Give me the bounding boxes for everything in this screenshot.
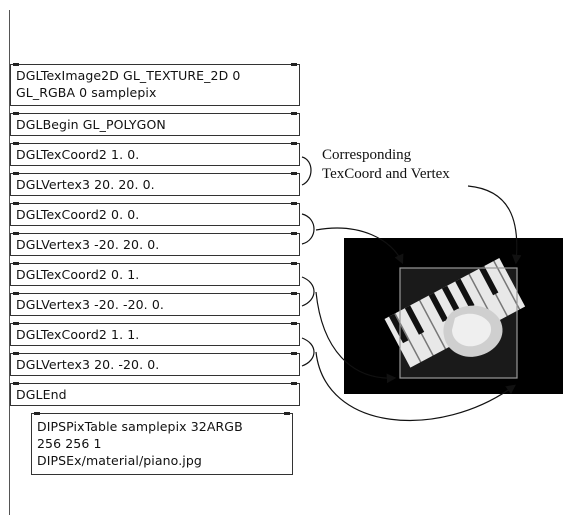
pair-bracket-3 [301, 276, 315, 307]
dgl-texcoord2-object-2[interactable]: DGLTexCoord2 0. 0. [10, 202, 300, 226]
piano-keys-image [384, 257, 526, 379]
dgl-vertex3-object-4[interactable]: DGLVertex3 20. -20. 0. [10, 352, 300, 376]
dgl-texcoord2-object-4[interactable]: DGLTexCoord2 1. 1. [10, 322, 300, 346]
dgl-texcoord2-object-1[interactable]: DGLTexCoord2 1. 0. [10, 142, 300, 166]
dgl-vertex3-object-2[interactable]: DGLVertex3 -20. 20. 0. [10, 232, 300, 256]
dgl-begin-object[interactable]: DGLBegin GL_POLYGON [10, 112, 300, 136]
arrow-to-bottom-left [315, 291, 397, 384]
pair-bracket-1 [301, 156, 312, 186]
dgl-vertex3-object-1[interactable]: DGLVertex3 20. 20. 0. [10, 172, 300, 196]
arrow-to-top-right [467, 185, 522, 265]
dgl-vertex3-object-3[interactable]: DGLVertex3 -20. -20. 0. [10, 292, 300, 316]
annotation-caption: Corresponding TexCoord and Vertex [322, 147, 450, 182]
dgl-end-object[interactable]: DGLEnd [10, 382, 300, 406]
patch-cord-line [9, 10, 10, 515]
arrow-to-top-left [315, 227, 404, 265]
dips-pixtable-object[interactable]: DIPSPixTable samplepix 32ARGB 256 256 1 … [31, 412, 293, 475]
pair-bracket-2 [301, 213, 315, 245]
dgl-teximage2d-object[interactable]: DGLTexImage2D GL_TEXTURE_2D 0 GL_RGBA 0 … [10, 63, 300, 106]
dgl-texcoord2-object-3[interactable]: DGLTexCoord2 0. 1. [10, 262, 300, 286]
arrow-to-bottom-right [315, 351, 516, 422]
pair-bracket-4 [301, 337, 315, 367]
